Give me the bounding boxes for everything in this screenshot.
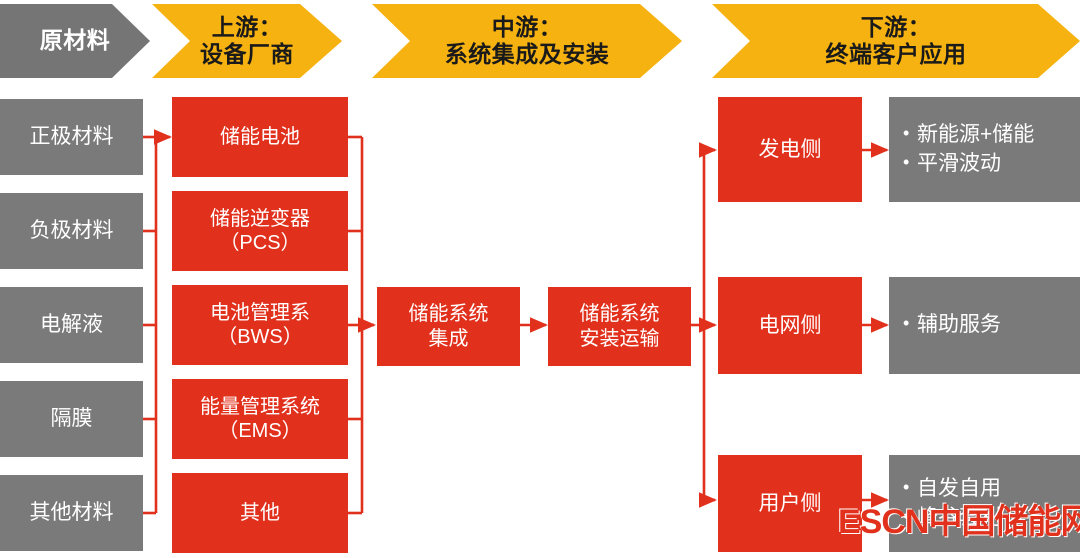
raw-material-box-other[interactable]: 其他材料 — [0, 475, 143, 551]
application-item: • 辅助服务 — [903, 311, 1080, 339]
header-midstream-label: 中游： 系统集成及安装 — [444, 13, 610, 67]
application-item: • 峰谷套利 — [903, 504, 1080, 532]
upstream-label: 储能电池 — [220, 125, 300, 148]
downstream-box-generation[interactable]: 发电侧 — [718, 97, 862, 202]
midstream-box-integration[interactable]: 储能系统 集成 — [377, 287, 520, 366]
application-box-generation[interactable]: • 新能源+储能 • 平滑波动 — [889, 97, 1080, 202]
upstream-box-pcs[interactable]: 储能逆变器 （PCS） — [172, 191, 348, 271]
downstream-box-user[interactable]: 用户侧 — [718, 455, 862, 552]
raw-material-box-anode[interactable]: 负极材料 — [0, 193, 143, 269]
upstream-box-battery[interactable]: 储能电池 — [172, 97, 348, 177]
application-item: • 新能源+储能 — [903, 121, 1080, 149]
upstream-box-ems[interactable]: 能量管理系统 （EMS） — [172, 379, 348, 459]
bullet-dot-icon: • — [903, 313, 910, 334]
application-box-grid[interactable]: • 辅助服务 — [889, 277, 1080, 374]
header-upstream: 上游： 设备厂商 — [152, 4, 342, 78]
raw-material-label: 负极材料 — [29, 219, 114, 243]
raw-material-label: 隔膜 — [50, 407, 93, 431]
downstream-box-grid[interactable]: 电网侧 — [718, 277, 862, 374]
header-raw-materials-label: 原材料 — [39, 27, 111, 54]
bullet-dot-icon: • — [903, 505, 910, 526]
midstream-label: 储能系统 安装运输 — [579, 303, 660, 350]
raw-material-label: 正极材料 — [29, 125, 114, 149]
application-label: 平滑波动 — [917, 151, 1001, 175]
downstream-label: 用户侧 — [758, 491, 822, 515]
header-downstream: 下游： 终端客户应用 — [712, 4, 1080, 78]
application-label: 辅助服务 — [917, 313, 1001, 337]
application-label: 自发自用 — [917, 477, 1001, 501]
bullet-dot-icon: • — [903, 123, 910, 144]
raw-material-box-separator[interactable]: 隔膜 — [0, 381, 143, 457]
upstream-box-bms[interactable]: 电池管理系 （BWS） — [172, 285, 348, 365]
bullet-dot-icon: • — [903, 151, 910, 172]
downstream-label: 电网侧 — [758, 313, 822, 337]
upstream-label: 电池管理系 （BWS） — [210, 301, 310, 348]
bullet-dot-icon: • — [903, 477, 910, 498]
midstream-box-installation[interactable]: 储能系统 安装运输 — [548, 287, 691, 366]
watermark-brand: ESCN — [838, 503, 929, 541]
upstream-box-other[interactable]: 其他 — [172, 473, 348, 553]
downstream-label: 发电侧 — [758, 137, 822, 161]
header-upstream-label: 上游： 设备厂商 — [200, 13, 294, 67]
header-downstream-label: 下游： 终端客户应用 — [825, 13, 967, 67]
header-midstream: 中游： 系统集成及安装 — [372, 4, 682, 78]
header-raw-materials: 原材料 — [0, 4, 150, 78]
raw-material-box-electrolyte[interactable]: 电解液 — [0, 287, 143, 363]
midstream-label: 储能系统 集成 — [408, 303, 489, 350]
application-item: • 平滑波动 — [903, 150, 1080, 178]
application-label: 新能源+储能 — [917, 123, 1035, 147]
raw-material-label: 电解液 — [40, 313, 103, 337]
upstream-label: 储能逆变器 （PCS） — [210, 207, 310, 254]
application-box-user[interactable]: • 自发自用 • 峰谷套利 — [889, 455, 1080, 552]
raw-material-box-cathode[interactable]: 正极材料 — [0, 99, 143, 175]
watermark: ESCN中国储能网 — [838, 505, 1080, 539]
application-item: • 自发自用 — [903, 475, 1080, 503]
upstream-label: 能量管理系统 （EMS） — [200, 395, 320, 442]
application-label: 峰谷套利 — [917, 505, 1001, 529]
watermark-name: 中国储能网 — [928, 503, 1080, 541]
raw-material-label: 其他材料 — [29, 501, 114, 525]
upstream-label: 其他 — [240, 501, 280, 524]
